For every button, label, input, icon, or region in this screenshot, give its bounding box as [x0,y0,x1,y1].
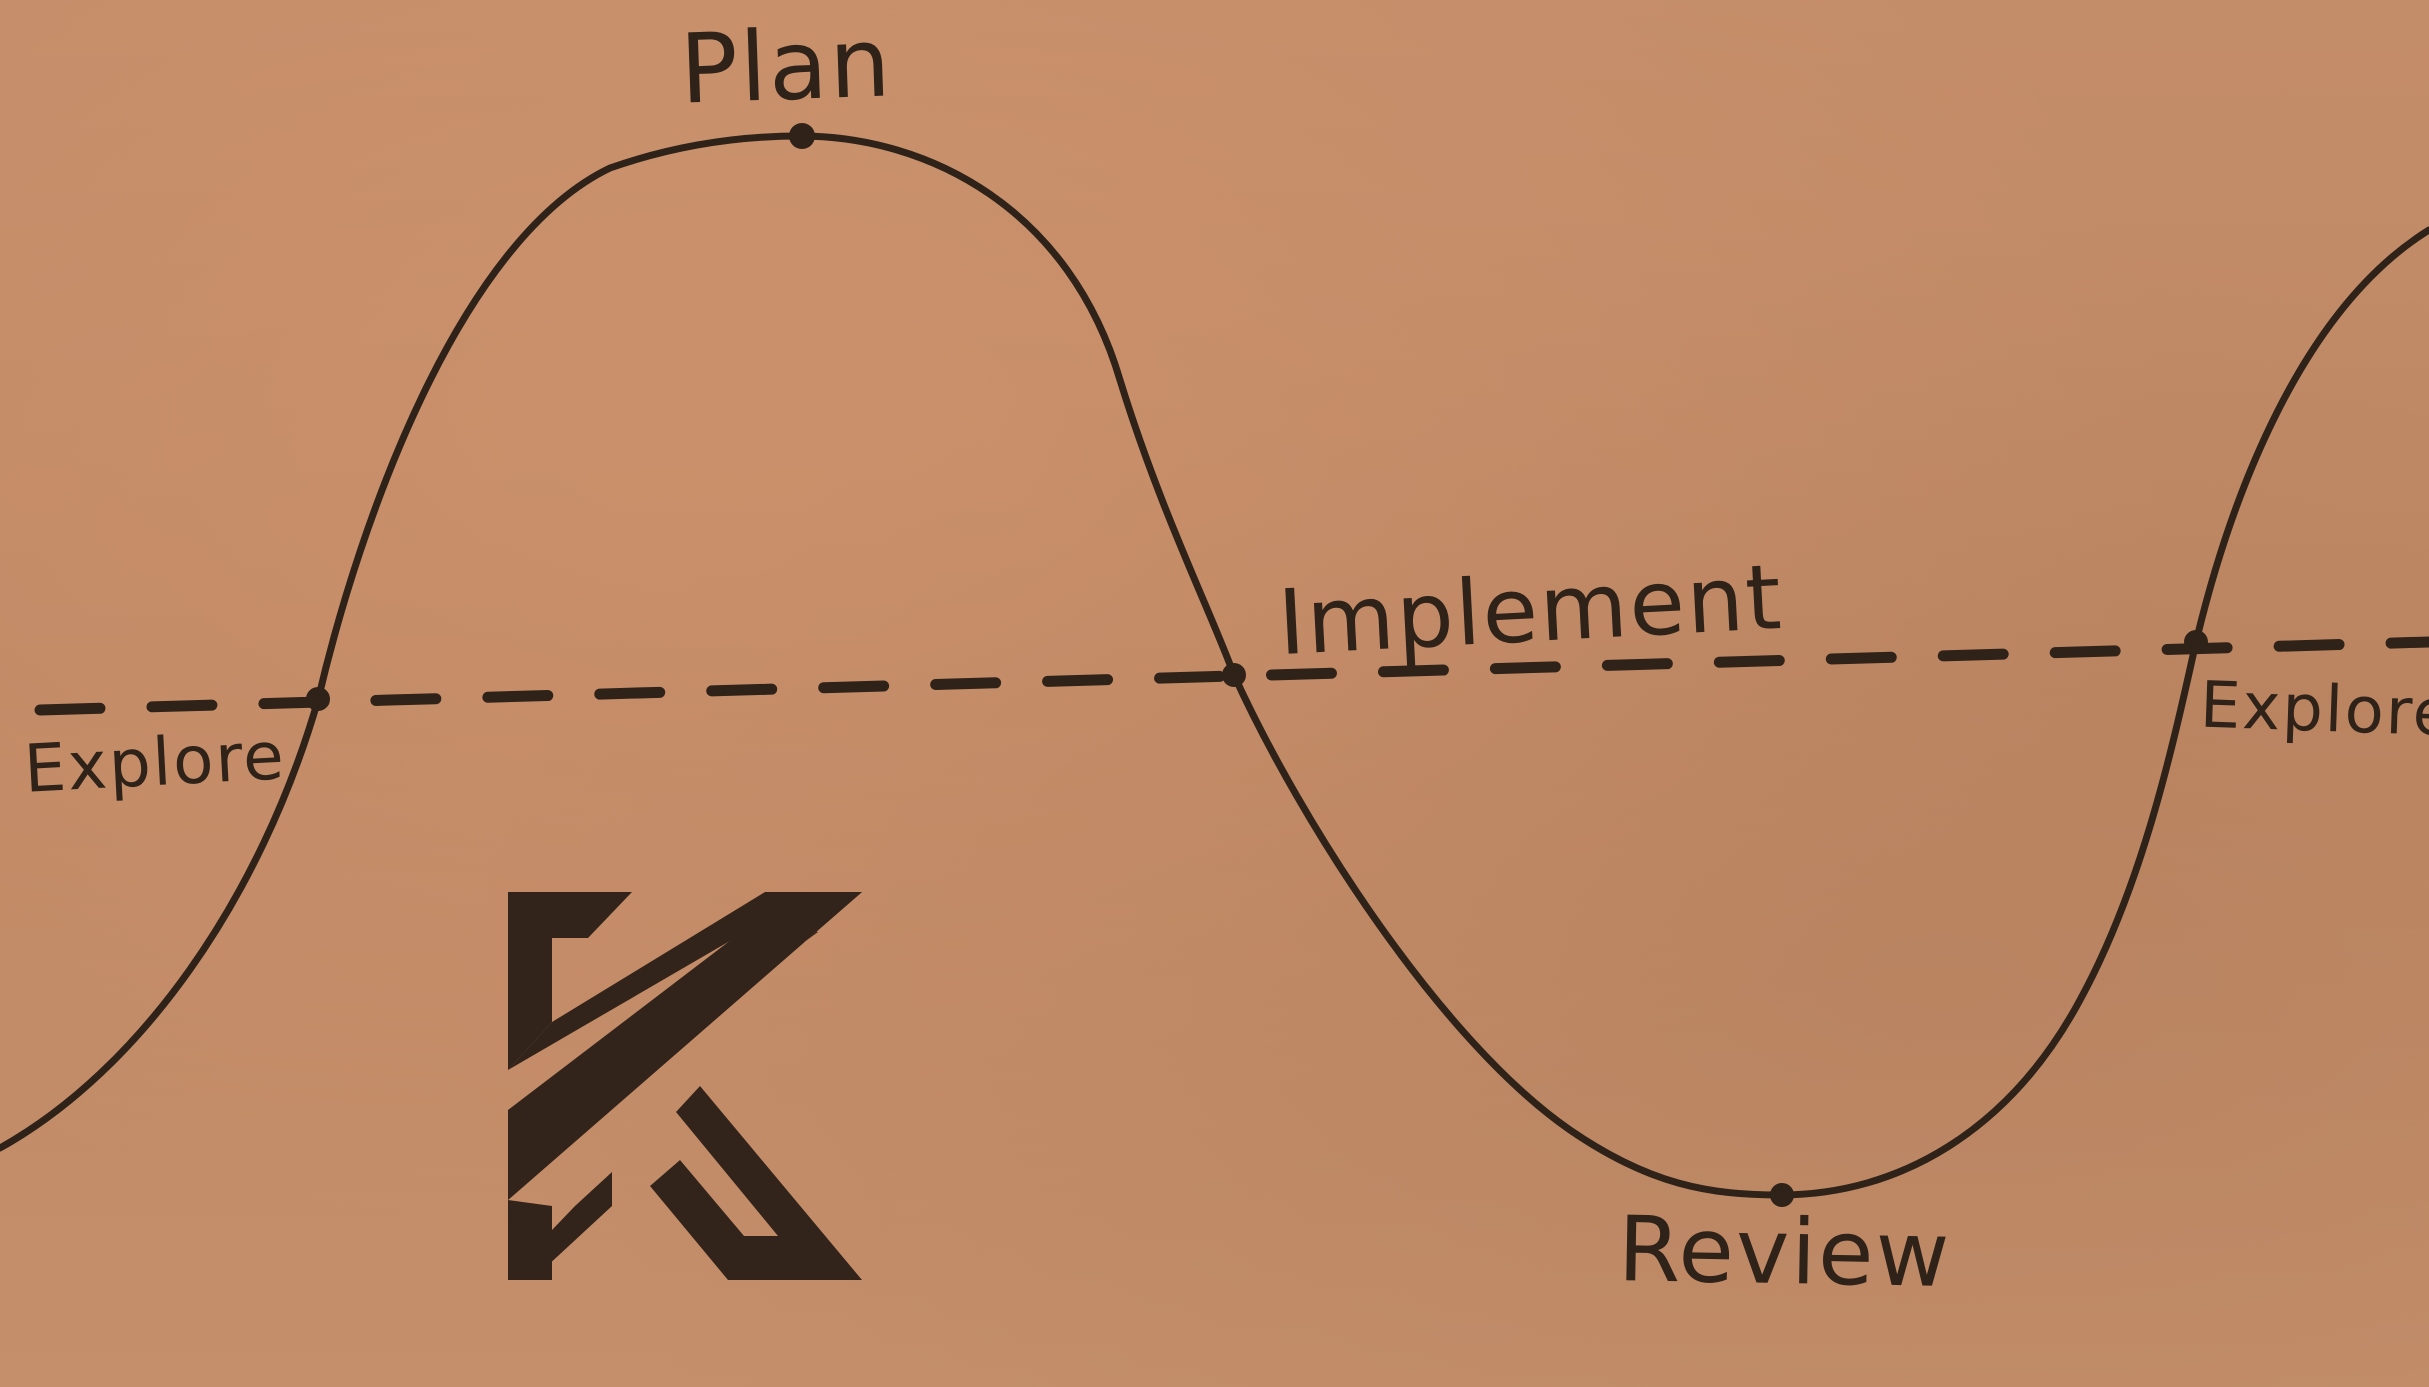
k-logo-icon [508,892,862,1280]
plan-dot [789,123,815,149]
dashed-baseline [34,636,2429,716]
explore-left-dot [306,687,330,711]
implement-label: Implement [1275,544,1786,677]
explore-right-dot [2184,630,2208,654]
cycle-curve [0,132,2429,1199]
implement-dot [1222,663,1246,687]
review-dot [1770,1183,1794,1207]
review-label: Review [1617,1197,1953,1308]
explore-right-label: Explore [2198,668,2429,752]
explore-left-label: Explore [22,717,288,808]
plan-label: Plan [678,6,895,126]
